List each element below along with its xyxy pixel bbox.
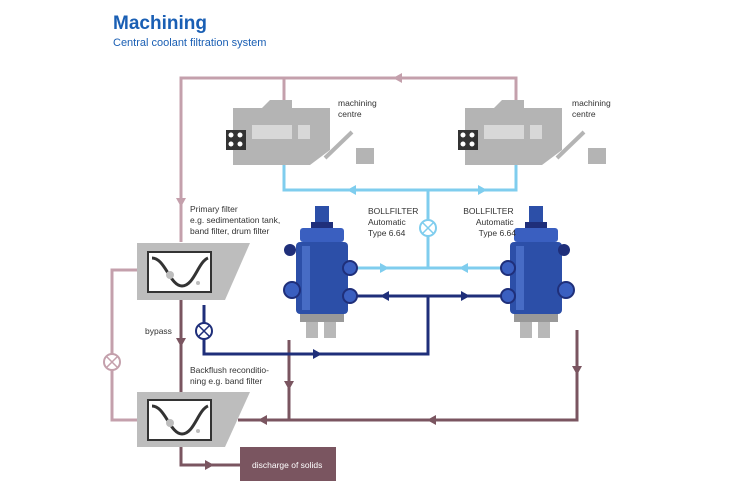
- return-arrow-down: [176, 198, 186, 207]
- supply-arrow-right: [478, 185, 487, 195]
- feed-arrow-right: [459, 263, 468, 273]
- return-arrow-bottom: [427, 415, 436, 425]
- bypass-arrow: [176, 338, 186, 347]
- bollfilter-right-label: BOLLFILTER Automatic Type 6.64: [463, 206, 516, 238]
- bypass-label: bypass: [145, 326, 172, 336]
- machining-centre-right: [458, 100, 606, 165]
- supply-valve-icon: [419, 219, 437, 237]
- discharge-label: discharge of solids: [252, 460, 322, 470]
- bollfilter-left-label: BOLLFILTER Automatic Type 6.64: [368, 206, 421, 238]
- machining-centre-left: [226, 100, 374, 165]
- return-arrow-top: [393, 73, 402, 83]
- backflush-arrow-right: [572, 366, 582, 375]
- discharge-box: [240, 447, 336, 481]
- bollfilter-left: [283, 206, 358, 338]
- bypass-valve-icon: [195, 322, 213, 340]
- return-arrow-filter: [258, 415, 267, 425]
- page-subtitle: Central coolant filtration system: [113, 37, 267, 49]
- machining-centre-left-label: machining centre: [338, 98, 379, 119]
- backflush-filter: [137, 392, 250, 447]
- filtrate-line: [202, 294, 506, 356]
- backflush-arrow-left: [284, 381, 294, 390]
- filtrate-arrow-right: [461, 291, 470, 301]
- filtrate-arrow-bottom: [313, 349, 322, 359]
- bypass-valve-left-icon: [103, 353, 121, 371]
- machining-centre-right-label: machining centre: [572, 98, 613, 119]
- supply-arrow-left: [347, 185, 356, 195]
- discharge-arrow: [205, 460, 214, 470]
- page-title: Machining: [113, 13, 207, 34]
- bollfilter-right: [500, 206, 575, 338]
- filtrate-arrow-left: [380, 291, 389, 301]
- primary-filter-label: Primary filter e.g. sedimentation tank, …: [190, 204, 283, 236]
- backflush-label: Backflush reconditio- ning e.g. band fil…: [190, 365, 271, 386]
- feed-arrow-left: [380, 263, 389, 273]
- primary-filter: [137, 243, 250, 300]
